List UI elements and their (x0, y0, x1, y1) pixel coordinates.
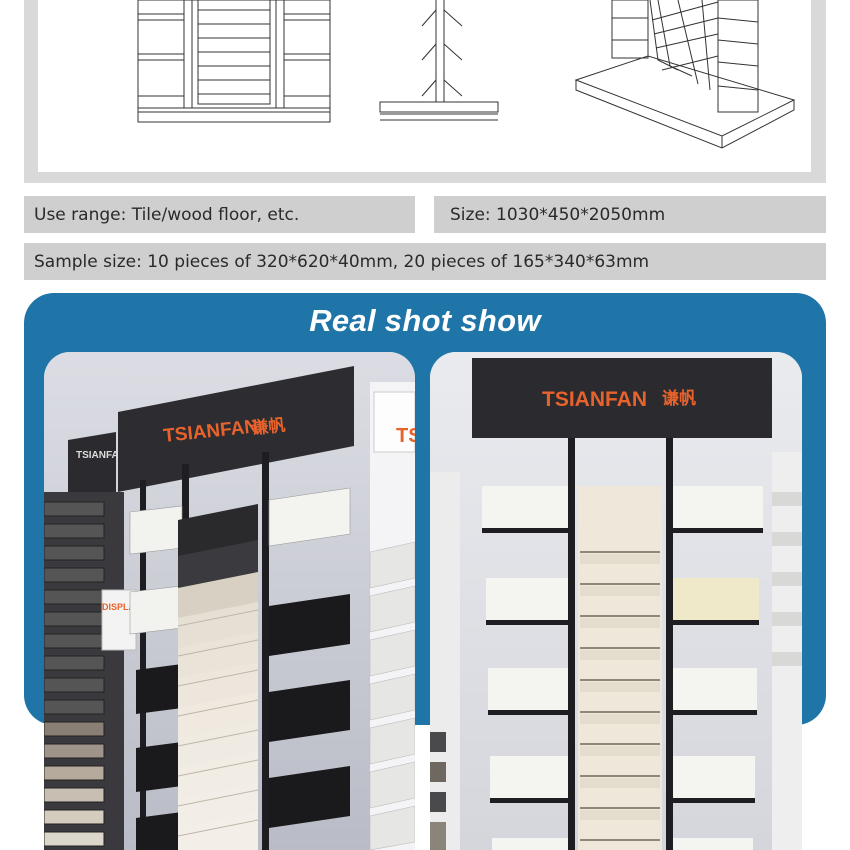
rack-header-brand: TSIANFAN (542, 388, 647, 411)
isometric-view (574, 0, 796, 149)
technical-drawing (137, 0, 796, 149)
main-rack-header (118, 366, 354, 492)
rack-header-brand-cn: 谦帆 (662, 388, 696, 408)
spec-use-range: Use range: Tile/wood floor, etc. (24, 196, 415, 233)
right-partial-rack: TS (369, 382, 415, 850)
lower-left-samples (430, 732, 446, 850)
center-sample-stack (578, 486, 662, 850)
spec-use-range-text: Use range: Tile/wood floor, etc. (34, 204, 300, 225)
spec-sample-size-text: Sample size: 10 pieces of 320*620*40mm, … (34, 251, 650, 272)
photo-left-illustration: TSIANFAN DISPLAY TSIANFAN 谦帆 (44, 352, 415, 850)
photo-right: TSIANFAN 谦帆 (430, 352, 802, 850)
right-tile-column (673, 486, 763, 850)
left-back-rack: TSIANFAN (44, 432, 126, 850)
front-view (137, 0, 331, 123)
main-rack-brand-cn: 谦帆 (250, 415, 286, 438)
spec-size: Size: 1030*450*2050mm (434, 196, 826, 233)
photo-right-illustration: TSIANFAN 谦帆 (430, 352, 802, 850)
left-back-rack-brand: TSIANFAN (76, 450, 126, 461)
drawing-frame (24, 0, 826, 183)
side-view (379, 0, 499, 121)
drawing-canvas (38, 0, 811, 172)
spec-size-text: Size: 1030*450*2050mm (450, 204, 666, 225)
right-tile-shelves (136, 487, 351, 850)
real-shot-title: Real shot show (309, 303, 541, 338)
center-sample-stack (177, 504, 259, 850)
left-white-tiles (129, 505, 183, 635)
left-tile-column (482, 486, 568, 850)
photo-left: TSIANFAN DISPLAY TSIANFAN 谦帆 (44, 352, 415, 850)
rack-header-sign (472, 358, 772, 438)
spec-sample-size: Sample size: 10 pieces of 320*620*40mm, … (24, 243, 826, 280)
display-card-label: DISPLAY (102, 602, 140, 612)
partial-rack-brand: TS (396, 425, 415, 447)
